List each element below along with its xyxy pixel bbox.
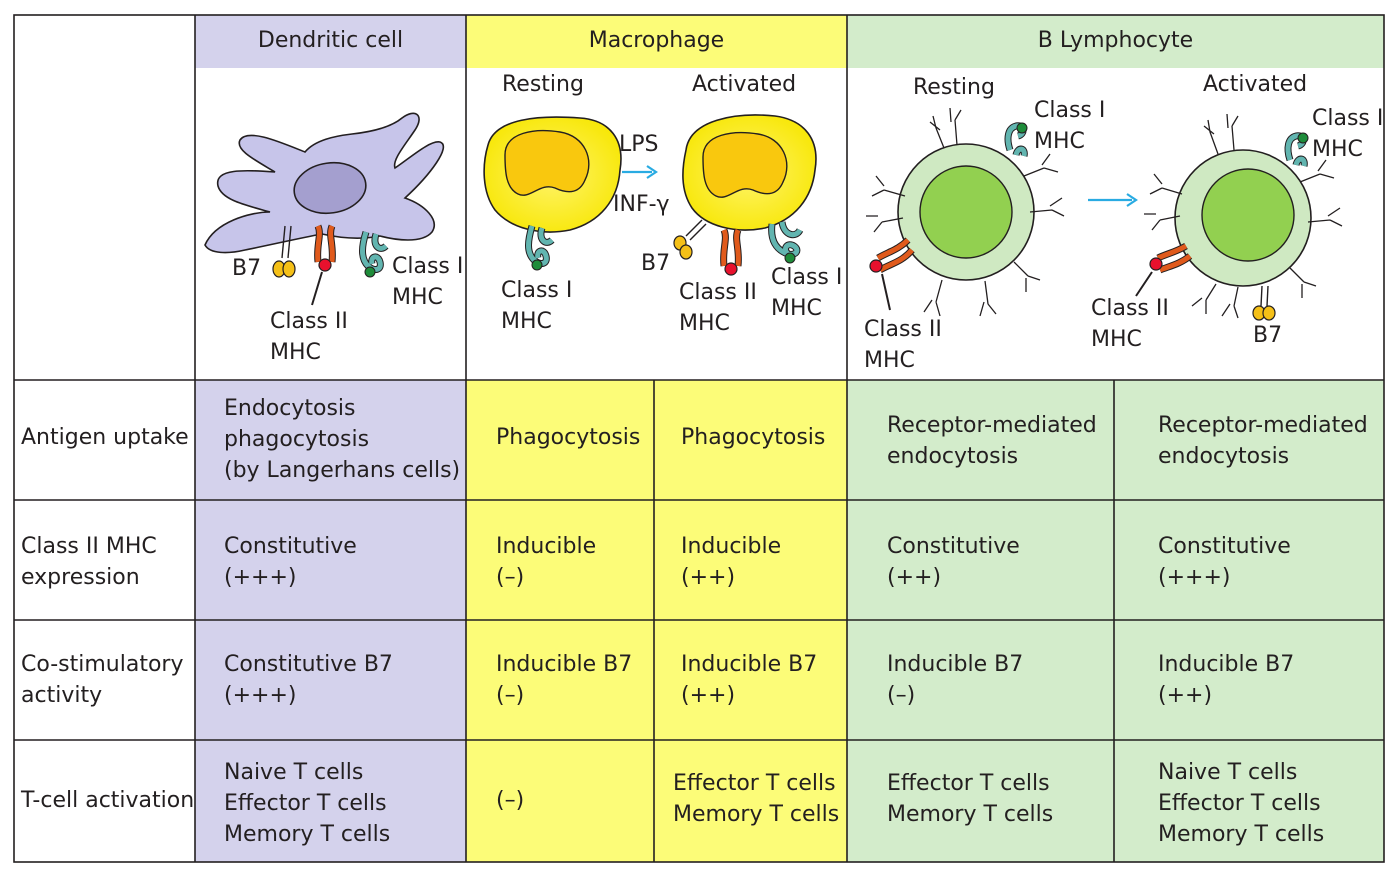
blymph-column-bg	[847, 380, 1384, 862]
macrophage-activated-nucleus	[702, 131, 788, 198]
dc-b7-receptor	[272, 225, 296, 278]
cell-ba-costimulatory: Inducible B7 (++)	[1158, 652, 1295, 708]
header-b-lymphocyte: B Lymphocyte	[1037, 28, 1194, 53]
row-label-class2-expression: Class II MHC expression	[21, 534, 157, 590]
header-macrophage: Macrophage	[588, 28, 725, 53]
ba-class1-label: Class I MHC	[1312, 106, 1384, 162]
dc-class2-mhc	[311, 224, 336, 306]
ba-b7-label: B7	[1253, 323, 1283, 348]
b-resting-label: Resting	[913, 75, 995, 100]
b-activation-arrowhead	[1126, 193, 1138, 207]
cell-maca-tcell-activation: Effector T cells Memory T cells	[673, 771, 840, 827]
dendritic-nucleus	[293, 161, 367, 215]
cell-maca-antigen-uptake: Phagocytosis	[681, 425, 826, 450]
blymph-header-bg	[847, 15, 1384, 68]
b-lymphocyte-activated-illustration	[1135, 113, 1343, 321]
ba-class2-mhc	[1135, 242, 1193, 297]
dc-b7-label: B7	[232, 256, 262, 281]
br-class1-label: Class I MHC	[1034, 98, 1106, 154]
cell-br-antigen-uptake: Receptor-mediated endocytosis	[887, 413, 1097, 469]
dc-class2-label: Class II MHC	[270, 309, 348, 365]
cell-br-tcell-activation: Effector T cells Memory T cells	[887, 771, 1054, 827]
header-dendritic-cell: Dendritic cell	[257, 28, 404, 53]
b-lymphocyte-resting-illustration	[866, 107, 1065, 317]
cell-br-costimulatory: Inducible B7 (–)	[887, 652, 1024, 708]
b-resting-antibodies	[866, 107, 1065, 317]
cell-maca-costimulatory: Inducible B7 (++)	[681, 652, 818, 708]
macrophage-header-bg	[466, 15, 847, 68]
cell-macr-antigen-uptake: Phagocytosis	[496, 425, 641, 450]
macrophage-activated-illustration	[673, 114, 817, 276]
macrophage-activated-label: Activated	[692, 72, 797, 97]
cell-dc-class2-expression: Constitutive (+++)	[224, 534, 357, 590]
ba-class1-mhc	[1284, 132, 1309, 167]
cell-dc-antigen-uptake: Endocytosis phagocytosis (by Langerhans …	[224, 396, 461, 483]
maca-class1-mhc	[768, 221, 804, 264]
ba-b7-receptor	[1252, 285, 1276, 321]
b-activated-antibodies	[1144, 113, 1343, 319]
macr-class1-mhc	[525, 225, 555, 271]
row-label-tcell-activation: T-cell activation	[21, 788, 195, 813]
cell-dc-costimulatory: Constitutive B7 (+++)	[224, 652, 393, 708]
row-label-antigen-uptake: Antigen uptake	[21, 425, 189, 450]
macrophage-resting-nucleus	[504, 129, 590, 196]
br-class2-mhc	[869, 237, 915, 311]
cell-ba-class2-expression: Constitutive (+++)	[1158, 534, 1291, 590]
dc-class1-label: Class I MHC	[392, 254, 464, 310]
macrophage-resting-illustration	[483, 116, 622, 271]
br-class2-label: Class II MHC	[864, 317, 942, 373]
macr-class1-label: Class I MHC	[501, 278, 573, 334]
br-class1-mhc	[1004, 122, 1028, 157]
lps-arrowhead	[646, 165, 658, 179]
grid-lines	[13, 14, 1385, 863]
maca-class2-label: Class II MHC	[679, 280, 757, 336]
macrophage-resting-label: Resting	[502, 72, 584, 97]
b-activated-label: Activated	[1203, 72, 1308, 97]
maca-class1-label: Class I MHC	[771, 265, 843, 321]
ba-class2-label: Class II MHC	[1091, 296, 1169, 352]
b-activated-nucleus	[1201, 168, 1295, 262]
cell-ba-tcell-activation: Naive T cells Effector T cells Memory T …	[1158, 760, 1325, 847]
lps-label: LPS	[619, 132, 659, 157]
maca-class2-mhc	[720, 228, 742, 276]
cell-maca-class2-expression: Inducible (++)	[681, 534, 782, 590]
cell-macr-tcell-activation: (–)	[496, 788, 525, 813]
cell-macr-costimulatory: Inducible B7 (–)	[496, 652, 633, 708]
dendritic-column-bg	[195, 380, 466, 862]
b-resting-nucleus	[919, 165, 1013, 259]
cell-ba-antigen-uptake: Receptor-mediated endocytosis	[1158, 413, 1368, 469]
dc-class1-mhc	[359, 230, 389, 278]
macrophage-column-bg	[466, 380, 847, 862]
cell-br-class2-expression: Constitutive (++)	[887, 534, 1020, 590]
inf-gamma-label: INF-γ	[613, 192, 670, 217]
cell-dc-tcell-activation: Naive T cells Effector T cells Memory T …	[224, 760, 391, 847]
dendritic-cell-illustration	[204, 112, 445, 306]
dendritic-header-bg	[195, 15, 466, 68]
maca-b7-receptor	[673, 219, 707, 260]
cell-macr-class2-expression: Inducible (–)	[496, 534, 597, 590]
row-label-costimulatory: Co-stimulatory activity	[21, 652, 184, 708]
maca-b7-label: B7	[641, 251, 671, 276]
